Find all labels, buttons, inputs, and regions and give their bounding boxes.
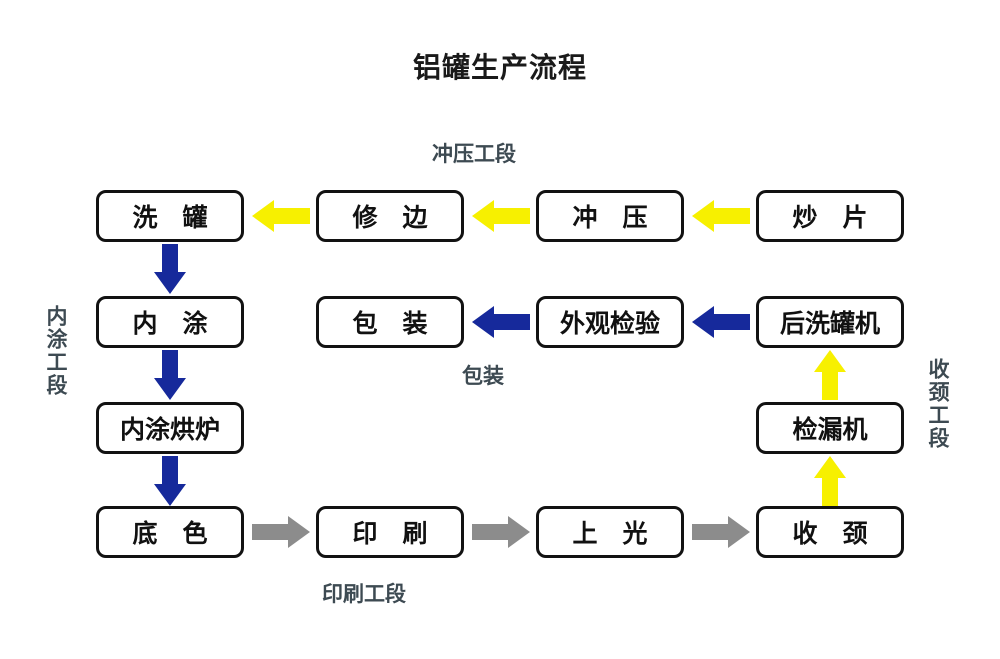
arrow-post-washer-to-appearance-check bbox=[692, 304, 750, 340]
arrow-leak-detector-to-post-washer bbox=[812, 350, 848, 400]
arrow-wash-can-to-inner-coat bbox=[152, 244, 188, 294]
caption-printing-stage: 印刷工段 bbox=[322, 583, 406, 606]
node-pack[interactable]: 包 装 bbox=[316, 296, 464, 348]
arrow-fry-sheet-to-stamp bbox=[692, 198, 750, 234]
arrow-varnish-to-necking bbox=[692, 514, 750, 550]
arrow-inner-coat-to-oven bbox=[152, 350, 188, 400]
caption-inner-coating-stage: 内涂工段 bbox=[44, 305, 67, 397]
node-trim[interactable]: 修 边 bbox=[316, 190, 464, 242]
caption-stamping-stage: 冲压工段 bbox=[432, 143, 516, 166]
arrow-print-to-varnish bbox=[472, 514, 530, 550]
node-varnish[interactable]: 上 光 bbox=[536, 506, 684, 558]
node-necking[interactable]: 收 颈 bbox=[756, 506, 904, 558]
node-stamp[interactable]: 冲 压 bbox=[536, 190, 684, 242]
node-appearance-check[interactable]: 外观检验 bbox=[536, 296, 684, 348]
caption-necking-stage: 收颈工段 bbox=[926, 358, 949, 450]
node-fry-sheet[interactable]: 炒 片 bbox=[756, 190, 904, 242]
arrow-necking-to-leak-detector bbox=[812, 456, 848, 506]
node-inner-coat-oven[interactable]: 内涂烘炉 bbox=[96, 402, 244, 454]
node-post-washer[interactable]: 后洗罐机 bbox=[756, 296, 904, 348]
node-wash-can[interactable]: 洗 罐 bbox=[96, 190, 244, 242]
arrow-stamp-to-trim bbox=[472, 198, 530, 234]
arrow-trim-to-wash-can bbox=[252, 198, 310, 234]
arrow-appearance-check-to-pack bbox=[472, 304, 530, 340]
arrow-base-color-to-print bbox=[252, 514, 310, 550]
node-base-color[interactable]: 底 色 bbox=[96, 506, 244, 558]
caption-packing-stage: 包装 bbox=[462, 365, 504, 388]
node-leak-detector[interactable]: 检漏机 bbox=[756, 402, 904, 454]
node-inner-coat[interactable]: 内 涂 bbox=[96, 296, 244, 348]
page-title: 铝罐生产流程 bbox=[412, 52, 587, 83]
arrow-oven-to-base-color bbox=[152, 456, 188, 506]
node-print[interactable]: 印 刷 bbox=[316, 506, 464, 558]
